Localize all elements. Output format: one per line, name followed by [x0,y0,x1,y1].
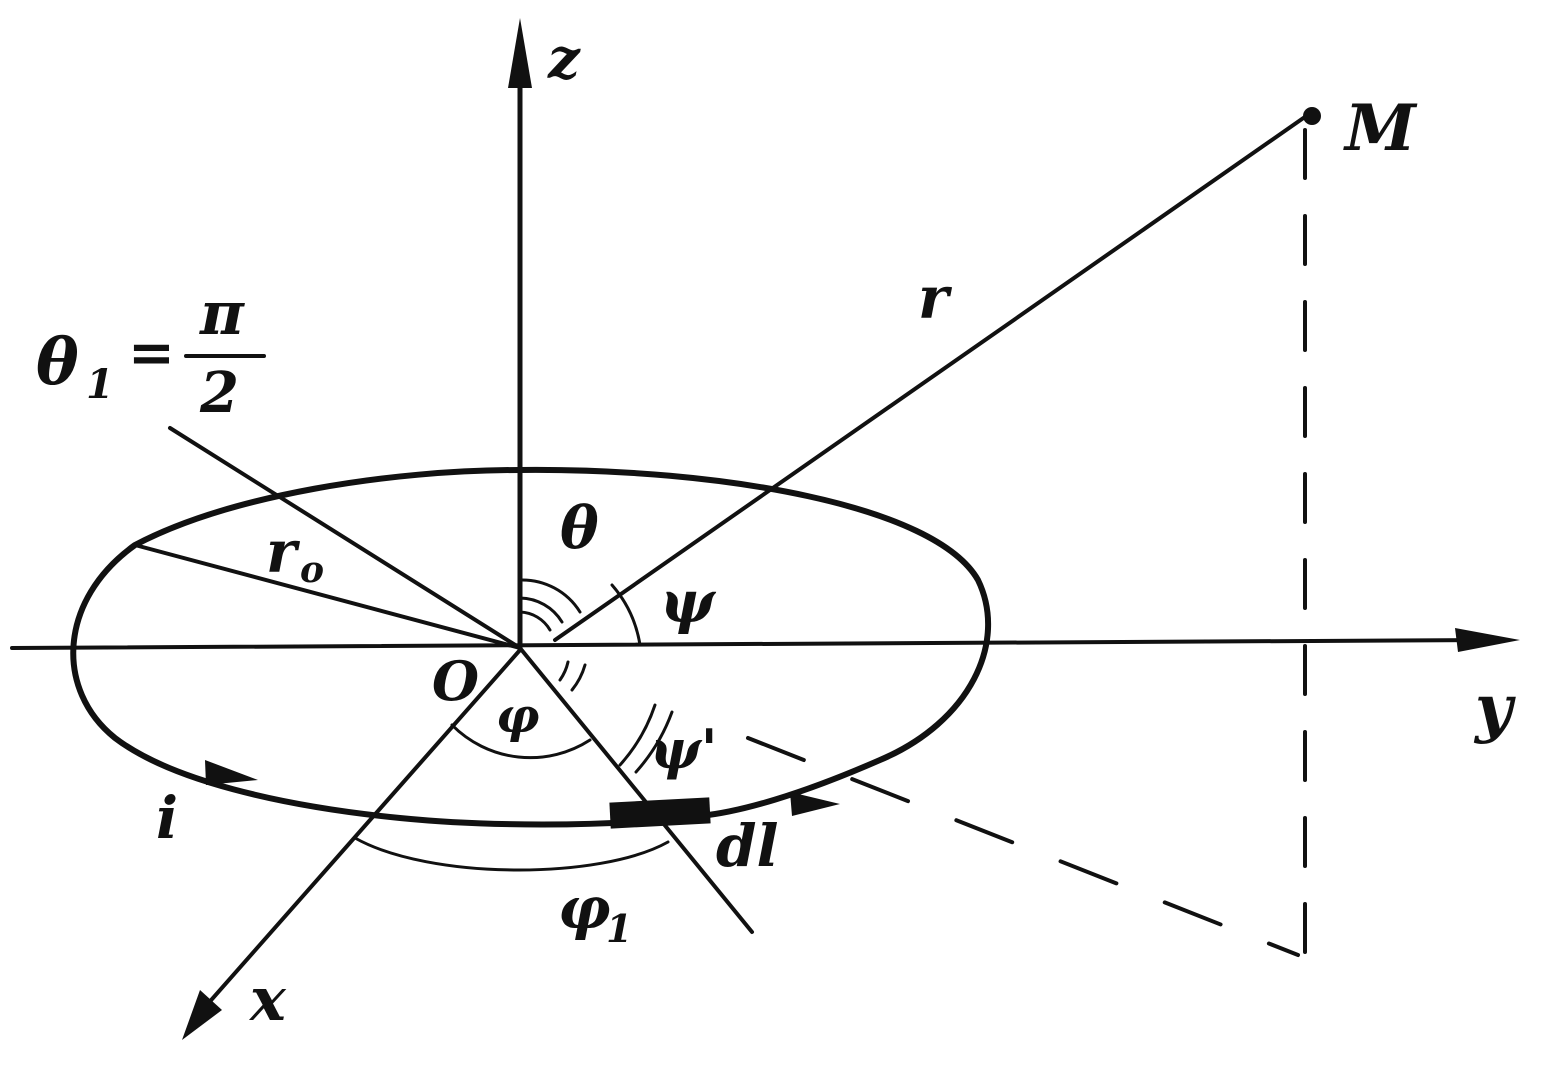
phi1-subscript: 1 [606,906,632,951]
theta1-symbol: θ [36,325,79,400]
dl-label: dl [716,812,779,880]
psi-prime-arc [618,703,657,767]
inner-angle-arc [570,663,587,692]
z-axis-label: z [547,26,581,92]
y-axis-arrowhead [1455,628,1520,652]
theta-label: θ [560,494,599,562]
psi-prime-label: ψ' [650,717,717,781]
x-axis-arrowhead [182,990,222,1040]
current-direction-arrow-right [790,792,840,816]
point-m-dot [1303,107,1321,125]
z-axis-arrowhead [508,18,532,88]
phi-angle-arc [450,723,592,760]
theta1-direction-line [168,426,522,650]
theta1-subscript: 1 [86,361,114,408]
current-i-label: i [156,784,178,852]
current-loop [70,466,991,828]
psi-prime-arc-2 [634,710,674,774]
radius-r-label: r [918,264,953,332]
theta-angle-arc-3 [518,610,552,632]
phi1-angle-arc [353,836,670,872]
phi1-label: φ [558,874,610,942]
inner-angle-arc-2 [558,660,570,682]
phi-label: φ [496,688,539,744]
current-direction-arrow-left [205,760,258,785]
point-m-label: M [1343,91,1418,166]
m-horizontal-projection [746,736,1300,957]
dl-current-element [609,797,711,829]
theta-angle-arc-2 [518,596,564,624]
y-axis-label: y [1473,671,1516,746]
radius-vector-r [553,110,1314,642]
theta1-equals: = [128,320,175,386]
psi-angle-arc [610,583,642,647]
theta1-two: 2 [199,360,239,426]
y-axis-line [10,638,1492,650]
psi-label: ψ [660,568,717,636]
radius-r0-label: r [266,518,301,586]
dl-direction-line [518,646,754,934]
origin-label: O [432,649,479,713]
theta1-pi: π [199,279,245,349]
x-axis-line [196,648,522,1017]
x-axis-label: x [248,965,287,1035]
radius-r0-subscript: o [300,549,324,591]
theta-angle-arc [518,578,582,614]
radius-r0-line [133,543,522,650]
